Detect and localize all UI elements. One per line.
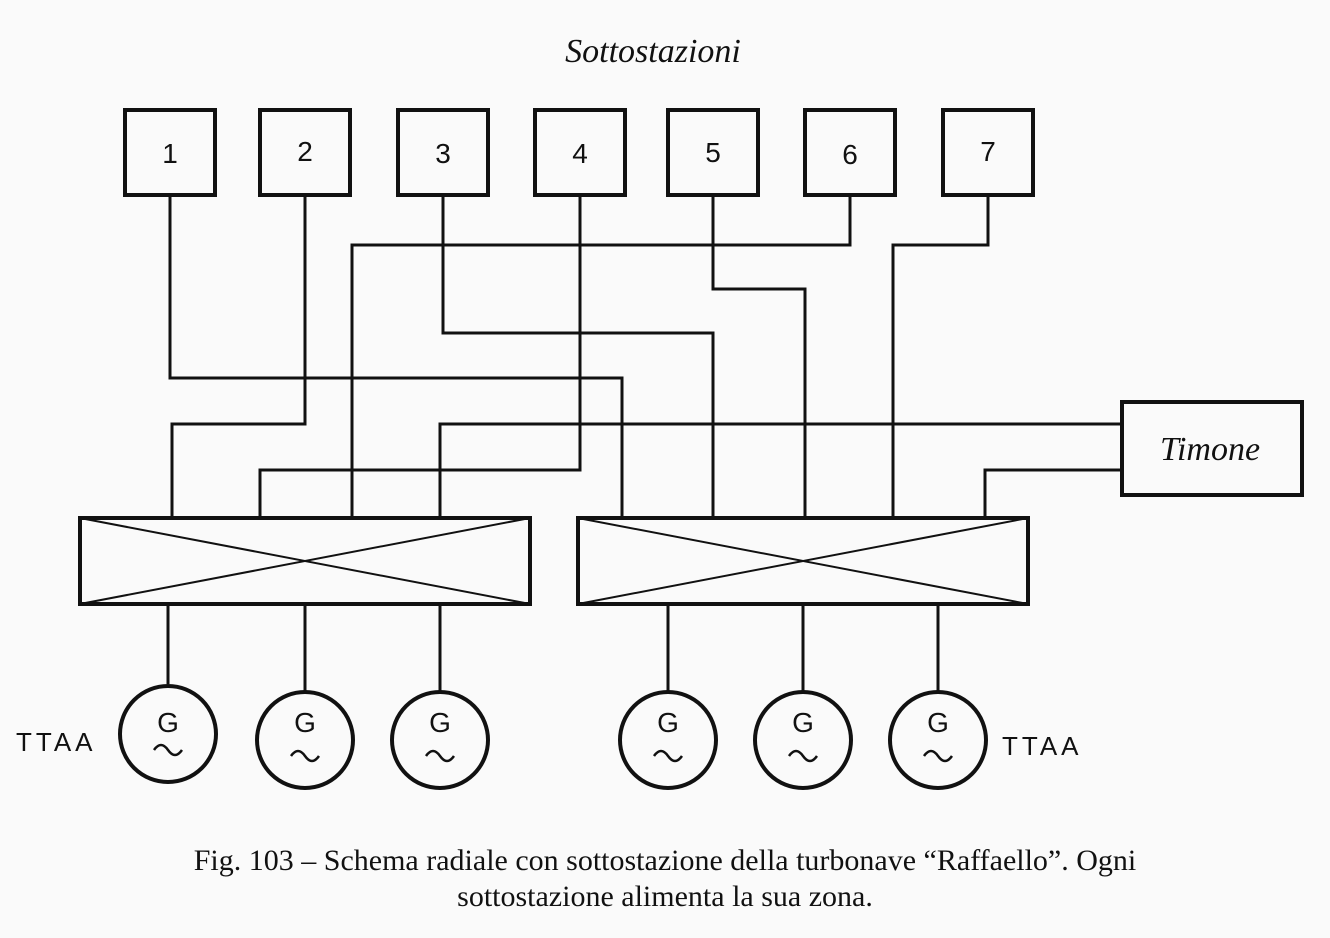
generator-5: G [753, 690, 853, 790]
ac-symbol-icon [652, 749, 684, 763]
substation-3-label: 3 [435, 138, 451, 169]
switchboard-right [576, 516, 1030, 606]
substation-6-label: 6 [842, 139, 858, 170]
substation-3: 3 [396, 108, 490, 197]
switchboard-left [78, 516, 532, 606]
generator-1: G [118, 684, 218, 784]
substation-6: 6 [803, 108, 897, 197]
generator-1-letter: G [157, 707, 179, 738]
rudder-box: Timone [1120, 400, 1304, 497]
feeder-lines [166, 195, 1122, 692]
substation-boxes: 1 2 3 4 5 6 7 [123, 108, 1035, 197]
substation-5: 5 [666, 108, 760, 197]
rudder-feeder-left [438, 422, 1122, 518]
rudder-feeder-right [983, 468, 1122, 518]
ac-symbol-icon [424, 749, 456, 763]
generator-5-letter: G [792, 707, 814, 738]
diagram-title: Sottostazioni [565, 33, 741, 70]
caption-line-1: Fig. 103 – Schema radiale con sottostazi… [193, 844, 1137, 877]
generator-2-letter: G [294, 707, 316, 738]
substation-7: 7 [941, 108, 1035, 197]
ac-symbol-icon [289, 749, 321, 763]
feeder-5 [711, 195, 807, 518]
substation-5-label: 5 [705, 137, 721, 168]
substation-2-label: 2 [297, 136, 313, 167]
turbo-alternator-label-right: TTAA [1002, 731, 1083, 761]
substation-1-label: 1 [162, 138, 178, 169]
turbo-alternator-label-left: TTAA [16, 727, 97, 757]
ac-symbol-icon [152, 743, 184, 757]
generator-6: G [888, 690, 988, 790]
figure-caption: Fig. 103 – Schema radiale con sottostazi… [0, 843, 1330, 915]
generator-6-letter: G [927, 707, 949, 738]
caption-line-2: sottostazione alimenta la sua zona. [457, 880, 873, 913]
generator-4: G [618, 690, 718, 790]
ac-symbol-icon [787, 749, 819, 763]
substation-4-label: 4 [572, 138, 588, 169]
substation-7-label: 7 [980, 136, 996, 167]
feeder-1 [168, 195, 624, 518]
generator-2: G [255, 690, 355, 790]
generator-4-letter: G [657, 707, 679, 738]
substation-4: 4 [533, 108, 627, 197]
rudder-label: Timone [1160, 431, 1260, 468]
ac-symbol-icon [922, 749, 954, 763]
generator-3-letter: G [429, 707, 451, 738]
substation-1: 1 [123, 108, 217, 197]
feeder-4 [258, 195, 582, 518]
generator-3: G [390, 690, 490, 790]
feeder-7 [891, 195, 990, 518]
substation-2: 2 [258, 108, 352, 197]
feeder-6 [350, 195, 852, 518]
feeder-2 [170, 195, 307, 518]
